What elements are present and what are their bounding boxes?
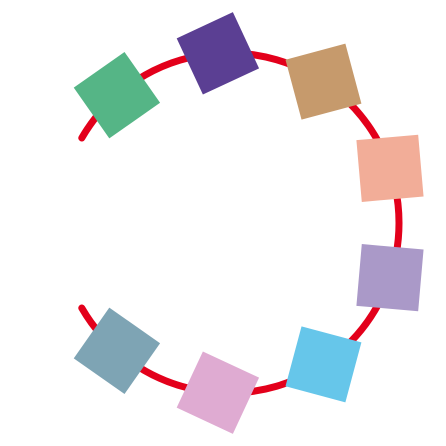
cycle-step-3 (285, 43, 362, 120)
cycle-step-box (73, 52, 161, 139)
cycle-step-box (176, 351, 260, 434)
cycle-step-box (176, 12, 260, 95)
cycle-step-1 (73, 52, 161, 139)
cycle-step-2 (176, 12, 260, 95)
cycle-steps (73, 12, 424, 434)
cycle-step-box (356, 134, 424, 202)
cycle-step-5 (356, 244, 424, 312)
cycle-step-8 (73, 307, 161, 394)
cycle-step-box (73, 307, 161, 394)
cycle-step-4 (356, 134, 424, 202)
cycle-step-7 (176, 351, 260, 434)
cycle-step-box (356, 244, 424, 312)
cycle-step-box (285, 43, 362, 120)
cycle-step-6 (285, 326, 362, 403)
cycle-step-box (285, 326, 362, 403)
